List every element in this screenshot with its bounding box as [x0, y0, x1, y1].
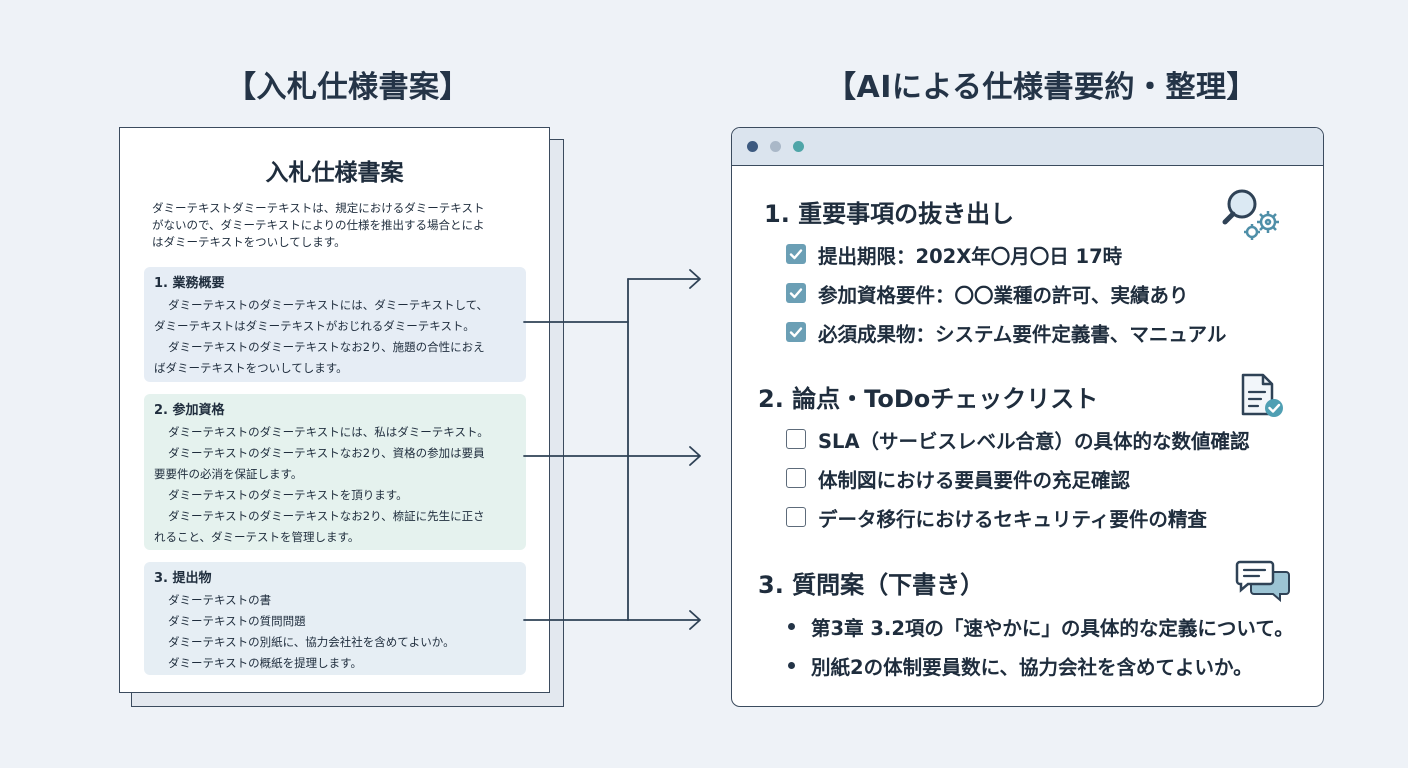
section-title: 3. 提出物: [154, 571, 212, 586]
checklist-item[interactable]: データ移行におけるセキュリティ要件の精査: [786, 503, 1207, 531]
checklist-item[interactable]: 体制図における要員要件の充足確認: [786, 464, 1130, 492]
summary-section-title: 2. 論点・ToDoチェックリスト: [758, 385, 1099, 413]
question-item: 第3章 3.2項の「速やかに」の具体的な定義について。: [786, 612, 1294, 640]
connector-arrow-1: [627, 269, 701, 289]
section-line: ダミーテキストはダミーテキストがおじれるダミーテキスト。: [154, 319, 475, 333]
checkbox-checked-icon[interactable]: [786, 283, 806, 303]
section-line: ダミーテキストの別紙に、協力会社社を含めてよいか。: [168, 635, 455, 649]
section-line: ダミーテキストの概紙を提理します。: [168, 656, 363, 670]
checkbox-checked-icon[interactable]: [786, 322, 806, 342]
checkbox-checked-icon[interactable]: [786, 244, 806, 264]
summary-section-title: 1. 重要事項の抜き出し: [764, 200, 1015, 228]
section-line: ダミーテキストのダミーテキストなお2り、施題の合性におえ: [168, 340, 485, 354]
bullet-icon: [788, 661, 795, 669]
document-check-icon: [1241, 373, 1283, 417]
question-item: 別紙2の体制要員数に、協力会社を含めてよいか。: [786, 651, 1253, 679]
window-dot[interactable]: [747, 141, 758, 152]
checkbox-empty-icon[interactable]: [786, 507, 806, 527]
intro-line: はダミーテキストをついしてします。: [152, 235, 346, 249]
section-line: 要要件の必消を保証します。: [154, 467, 303, 481]
window-dot[interactable]: [793, 141, 804, 152]
window-dot[interactable]: [770, 141, 781, 152]
summary-heading: 【AIによる仕様書要約・整理】: [826, 70, 1257, 105]
window-title-bar: [732, 128, 1323, 166]
checklist-item[interactable]: 必須成果物：システム要件定義書、マニュアル: [786, 318, 1226, 346]
section-line: ダミーテキストのダミーテキストなお2り、資格の参加は要員: [168, 446, 485, 460]
question-item-label: 第3章 3.2項の「速やかに」の具体的な定義について。: [811, 616, 1294, 640]
ai-summary-window: 1. 重要事項の抜き出し 提出期限：202X年〇月〇日 17時 参加資格要件：〇…: [731, 127, 1324, 707]
tender-document: 入札仕様書案 ダミーテキストダミーテキストは、規定におけるダミーテキスト がない…: [119, 127, 550, 693]
section-line: ダミーテキストの質問問題: [168, 614, 306, 628]
document-heading: 【入札仕様書案】: [226, 70, 470, 105]
section-title: 2. 参加資格: [154, 403, 225, 418]
checkbox-empty-icon[interactable]: [786, 429, 806, 449]
chat-bubbles-icon: [1235, 560, 1290, 603]
checklist-item-label: 必須成果物：システム要件定義書、マニュアル: [818, 322, 1227, 346]
bullet-icon: [788, 622, 795, 630]
document-section-deliverables: 3. 提出物 ダミーテキストの書 ダミーテキストの質問問題 ダミーテキストの別紙…: [144, 562, 526, 675]
section-line: ダミーテキストの書: [168, 593, 272, 607]
document-title: 入札仕様書案: [265, 160, 404, 186]
search-gears-icon: [1222, 189, 1279, 240]
checklist-item-label: SLA（サービスレベル合意）の具体的な数値確認: [818, 429, 1250, 453]
section-line: ばダミーテキストをついしてします。: [154, 361, 348, 375]
summary-section-title: 3. 質問案（下書き）: [758, 571, 985, 599]
connector-arrow-2: [627, 446, 701, 466]
checklist-item[interactable]: 提出期限：202X年〇月〇日 17時: [786, 240, 1122, 268]
section-line: ダミーテキストのダミーテキストには、ダミーテキストして、: [168, 298, 489, 312]
checklist-item[interactable]: 参加資格要件：〇〇業種の許可、実績あり: [786, 279, 1189, 307]
connector-arrow-3: [627, 610, 701, 630]
checklist-item-label: 提出期限：202X年〇月〇日 17時: [818, 244, 1123, 268]
section-line: ダミーテキストのダミーテキストを頂ります。: [168, 488, 408, 502]
checklist-item-label: 体制図における要員要件の充足確認: [818, 468, 1131, 492]
section-title: 1. 業務概要: [154, 276, 225, 291]
document-section-eligibility: 2. 参加資格 ダミーテキストのダミーテキストには、私はダミーテキスト。 ダミー…: [144, 394, 526, 550]
intro-line: ダミーテキストダミーテキストは、規定におけるダミーテキスト: [152, 201, 485, 215]
section-line: ダミーテキストのダミーテキストには、私はダミーテキスト。: [168, 425, 489, 439]
intro-line: がないので、ダミーテキストによりの仕様を推出する場合とによ: [152, 218, 485, 232]
section-line: れること、ダミーテストを管理します。: [154, 530, 360, 544]
checklist-item-label: 参加資格要件：〇〇業種の許可、実績あり: [818, 283, 1189, 307]
checkbox-empty-icon[interactable]: [786, 468, 806, 488]
checklist-item[interactable]: SLA（サービスレベル合意）の具体的な数値確認: [786, 425, 1250, 453]
document-intro: ダミーテキストダミーテキストは、規定におけるダミーテキスト がないので、ダミーテ…: [152, 200, 524, 251]
document-section-overview: 1. 業務概要 ダミーテキストのダミーテキストには、ダミーテキストして、 ダミー…: [144, 267, 526, 382]
question-item-label: 別紙2の体制要員数に、協力会社を含めてよいか。: [811, 655, 1253, 679]
checklist-item-label: データ移行におけるセキュリティ要件の精査: [818, 507, 1207, 531]
section-line: ダミーテキストのダミーテキストなお2り、㮈証に先生に正さ: [168, 509, 485, 523]
